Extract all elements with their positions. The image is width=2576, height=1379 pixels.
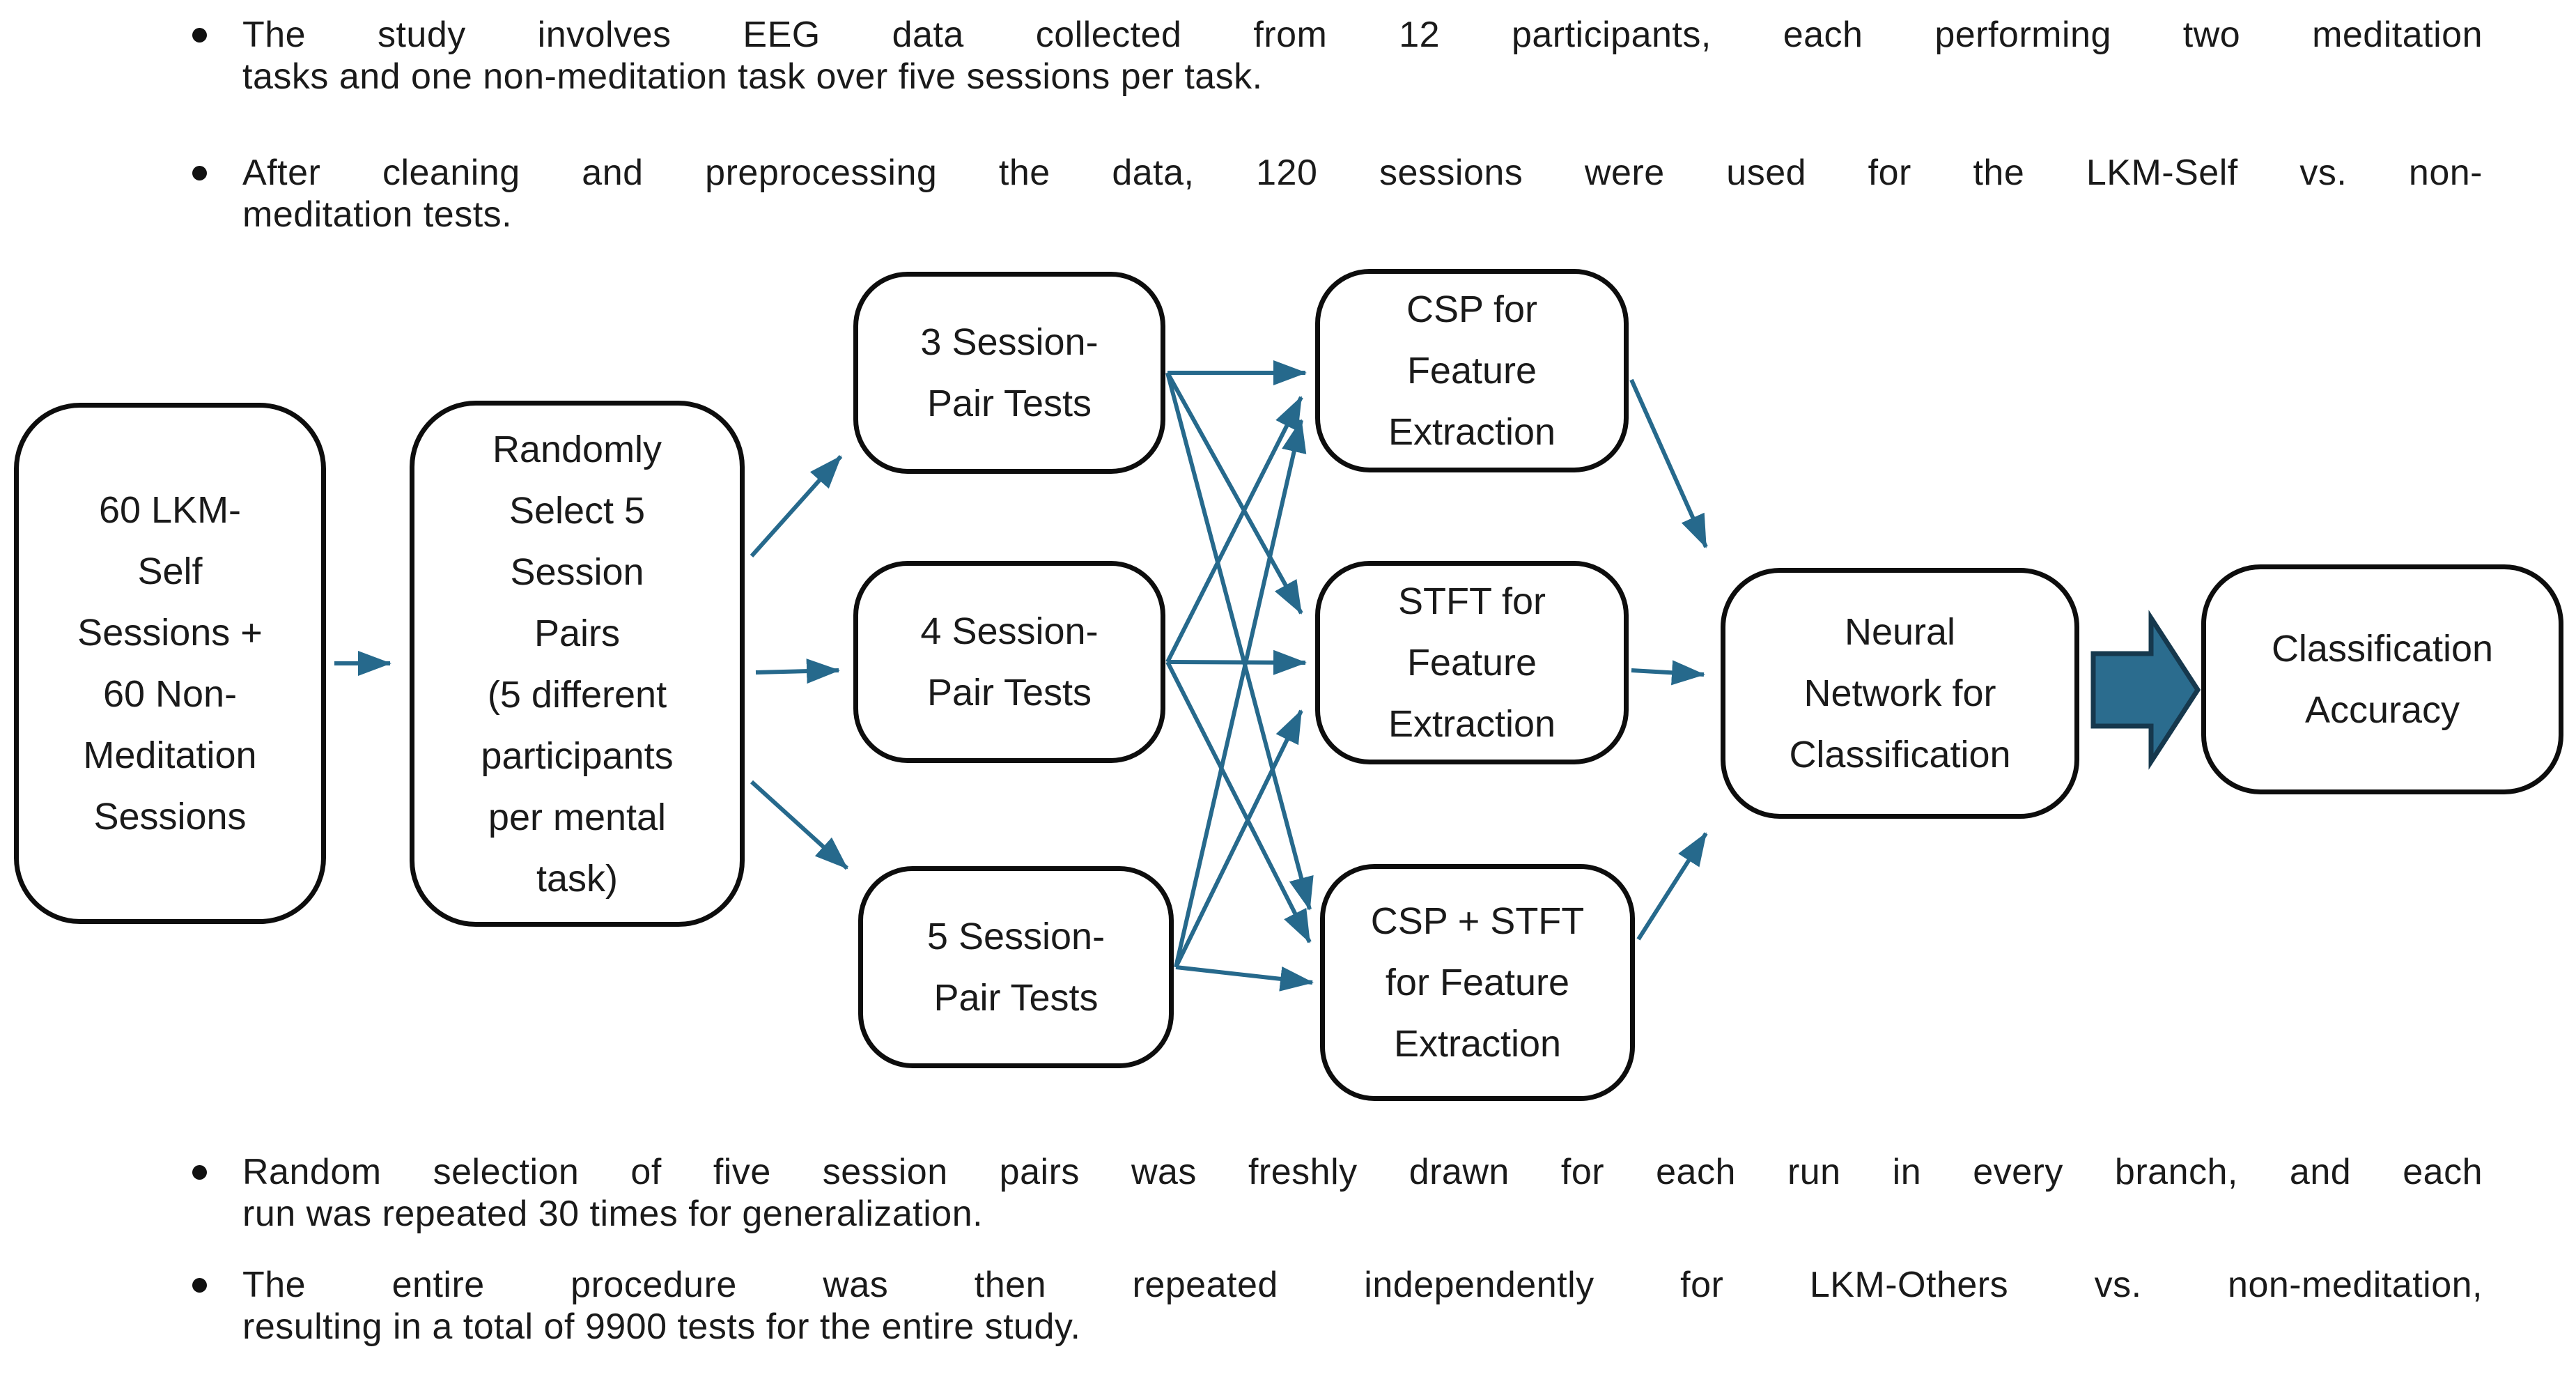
flow-arrow	[1165, 661, 1312, 943]
bullet-line: resulting in a total of 9900 tests for t…	[242, 1307, 1081, 1347]
flow-arrow	[1636, 832, 1708, 941]
node-label: 5 Session- Pair Tests	[926, 916, 1105, 1019]
flow-arrow	[1629, 378, 1708, 548]
flow-arrow	[1165, 396, 1303, 663]
repeat-procedure-bullet: The entire procedure was then repeated i…	[191, 1264, 2483, 1348]
bullet-icon	[192, 1165, 207, 1180]
bullet-icon	[192, 28, 207, 43]
node-3-session-pair: 3 Session- Pair Tests	[853, 272, 1165, 474]
block-arrow	[2090, 610, 2201, 770]
node-stft: STFT for Feature Extraction	[1315, 561, 1629, 764]
node-label: CSP for Feature Extraction	[1388, 288, 1556, 453]
bullet-icon	[192, 1278, 207, 1293]
node-label: 3 Session- Pair Tests	[920, 321, 1099, 424]
node-neural-network: Neural Network for Classification	[1721, 568, 2079, 819]
bullet-line: tasks and one non-meditation task over f…	[242, 56, 1263, 97]
flow-arrow	[1174, 419, 1307, 968]
node-4-session-pair: 4 Session- Pair Tests	[853, 561, 1165, 763]
node-label: Classification Accuracy	[2271, 628, 2494, 731]
preprocessing-bullet: After cleaning and preprocessing the dat…	[191, 152, 2483, 236]
node-label: CSP + STFT for Feature Extraction	[1370, 900, 1585, 1065]
top-bullet-list: The study involves EEG data collected fr…	[191, 14, 2483, 236]
flow-arrow	[1174, 709, 1303, 969]
node-csp: CSP for Feature Extraction	[1315, 269, 1629, 472]
node-label: Neural Network for Classification	[1789, 611, 2011, 776]
flow-arrow	[1631, 660, 1705, 686]
node-label: Randomly Select 5 Session Pairs (5 diffe…	[481, 428, 674, 900]
flow-arrow	[1167, 649, 1307, 675]
node-random-select: Randomly Select 5 Session Pairs (5 diffe…	[410, 401, 745, 927]
flow-arrow	[750, 454, 843, 558]
node-classification-accuracy: Classification Accuracy	[2201, 564, 2563, 794]
bullet-icon	[192, 166, 207, 180]
bullet-line: The entire procedure was then repeated i…	[242, 1265, 2483, 1305]
node-5-session-pair: 5 Session- Pair Tests	[858, 866, 1174, 1068]
flow-arrow	[750, 780, 849, 870]
flow-arrow	[755, 658, 840, 684]
bullet-line: meditation tests.	[242, 194, 513, 235]
flow-arrow	[1165, 371, 1303, 615]
node-input-sessions: 60 LKM- Self Sessions + 60 Non- Meditati…	[14, 403, 326, 924]
node-label: STFT for Feature Extraction	[1388, 580, 1556, 745]
bullet-line: run was repeated 30 times for generaliza…	[242, 1194, 984, 1234]
node-label: 4 Session- Pair Tests	[920, 610, 1099, 714]
random-selection-bullet: Random selection of five session pairs w…	[191, 1151, 2483, 1235]
bullet-line: The study involves EEG data collected fr…	[242, 15, 2483, 55]
flow-arrow	[1165, 372, 1314, 911]
node-csp-stft: CSP + STFT for Feature Extraction	[1320, 864, 1635, 1101]
node-label: 60 LKM- Self Sessions + 60 Non- Meditati…	[77, 489, 263, 838]
study-data-bullet: The study involves EEG data collected fr…	[191, 14, 2483, 98]
bullet-line: After cleaning and preprocessing the dat…	[242, 153, 2483, 193]
bullet-line: Random selection of five session pairs w…	[242, 1152, 2483, 1192]
bottom-bullet-list: Random selection of five session pairs w…	[191, 1151, 2483, 1348]
flow-arrow	[1175, 965, 1314, 992]
